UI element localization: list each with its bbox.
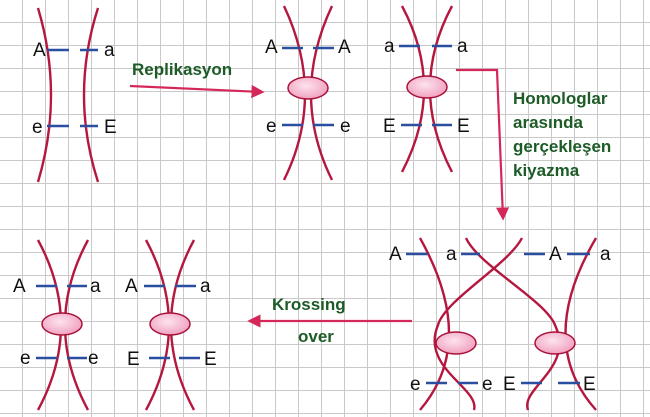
allele-label: A	[389, 244, 402, 265]
allele-label: E	[204, 349, 217, 370]
stage-3-tetrad: A a A a e e E E	[389, 237, 611, 411]
chromosome-right	[82, 7, 100, 183]
stage-2-chromosome-AAee: A A e e	[265, 5, 351, 181]
allele-label: e	[20, 348, 31, 369]
allele-label: a	[200, 276, 211, 297]
allele-label: E	[457, 116, 470, 137]
allele-label: A	[265, 37, 278, 58]
allele-label: A	[549, 244, 562, 265]
allele-label: a	[104, 40, 115, 61]
allele-label: A	[33, 40, 46, 61]
chromatid-outer-left	[418, 237, 451, 411]
allele-label: E	[127, 349, 140, 370]
chiasma-step: Homologlar arasında gerçekleşen kiyazma	[456, 68, 611, 221]
centromere	[287, 76, 329, 100]
allele-label: E	[503, 374, 516, 395]
crossing-over-step: Krossing over	[247, 295, 412, 346]
allele-label: a	[600, 244, 611, 265]
centromere-left	[435, 331, 477, 355]
allele-label: A	[125, 276, 138, 297]
stage-4-chromosome-Aaee: A a e e	[13, 239, 101, 411]
allele-label: A	[13, 276, 26, 297]
stage-4-chromosome-AaEE: A a E E	[125, 239, 217, 411]
allele-label: E	[383, 116, 396, 137]
chiasma-label-line-2: arasında	[513, 113, 583, 132]
centromere	[41, 312, 83, 336]
chromosome-left	[36, 7, 53, 183]
allele-label: E	[104, 117, 117, 138]
allele-label: e	[410, 374, 421, 395]
chromatid-crossing-1	[464, 237, 561, 411]
allele-label: e	[482, 374, 493, 395]
allele-label: e	[340, 116, 351, 137]
stage-2-chromosome-aaEE: a a E E	[383, 5, 470, 173]
allele-label: A	[338, 37, 351, 58]
chiasma-label-line-4: kiyazma	[513, 161, 580, 180]
allele-label: a	[90, 276, 101, 297]
allele-label: e	[88, 348, 99, 369]
allele-label: a	[457, 36, 468, 57]
allele-label: e	[32, 117, 43, 138]
centromere-right	[534, 331, 576, 355]
allele-label: E	[583, 374, 596, 395]
allele-label: a	[446, 244, 457, 265]
allele-label: a	[384, 36, 395, 57]
centromere	[406, 75, 448, 99]
chromatid-crossing-2	[433, 237, 524, 411]
allele-label: e	[266, 116, 277, 137]
stage-1-homolog-pair: A a e E	[32, 7, 117, 183]
replication-arrow	[129, 84, 265, 99]
replication-step: Replikasyon	[129, 60, 265, 99]
crossing-over-label-line-1: Krossing	[272, 295, 346, 314]
chiasma-arrow	[456, 68, 510, 221]
replication-label: Replikasyon	[132, 60, 232, 79]
chiasma-label-line-1: Homologlar	[513, 89, 608, 108]
crossing-over-label-line-2: over	[298, 327, 334, 346]
chiasma-label-line-3: gerçekleşen	[513, 137, 611, 156]
centromere	[149, 312, 191, 336]
